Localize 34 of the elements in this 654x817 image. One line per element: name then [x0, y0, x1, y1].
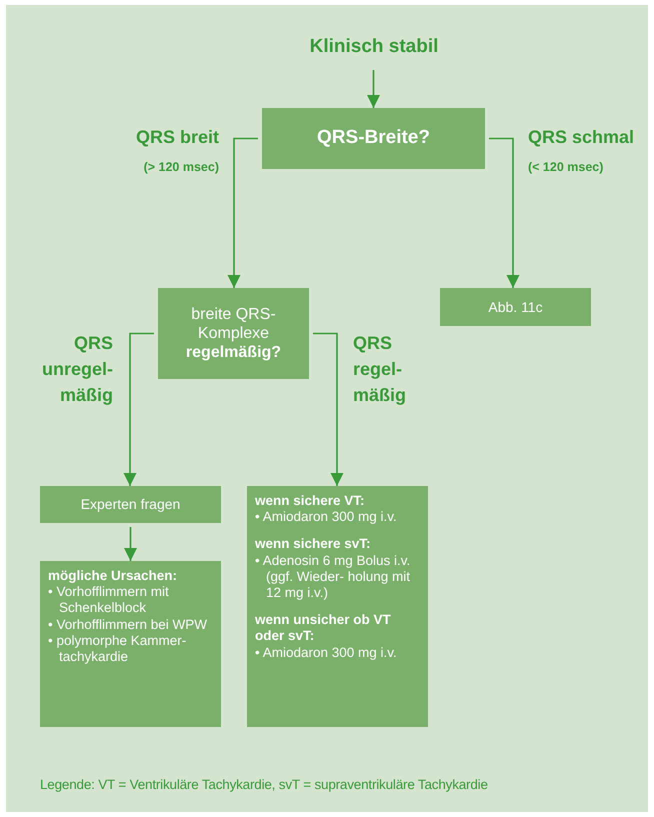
threshold-note: (> 120 msec) [144, 160, 219, 174]
box-text: Experten fragen [80, 496, 180, 513]
list-item: • Amiodaron 300 mg i.v. [255, 509, 398, 526]
heading: wenn unsicher ob VT oder svT: [255, 612, 392, 644]
reference-box [440, 288, 591, 326]
decision-box [158, 288, 309, 379]
heading: mögliche Ursachen: [48, 568, 178, 584]
box-text: breite QRS-Komplexe regelmäßig? [184, 304, 282, 362]
list-item: • Vorhofflimmern bei WPW [48, 616, 208, 633]
list-item: • Amiodaron 300 mg i.v. [255, 644, 398, 661]
start-label: Klinisch stabil [294, 36, 454, 64]
box-text: QRS-Breite? [317, 127, 430, 150]
action-box [40, 486, 221, 523]
decision-box [262, 108, 485, 169]
heading: wenn sichere svT: [255, 536, 372, 553]
edge-label: QRS breit [136, 127, 219, 148]
arrow [489, 138, 520, 288]
edge-label: QRS unregel- mäßig [40, 332, 113, 408]
list-item: • polymorphe Kammer- tachykardie [48, 632, 188, 666]
box-text: Abb. 11c [488, 298, 543, 316]
arrow [228, 138, 258, 288]
edge-label: QRS schmal [528, 127, 634, 148]
list-item: • Vorhofflimmern mit Schenkelblock [48, 584, 170, 617]
causes-box [40, 561, 221, 727]
arrow [124, 332, 154, 486]
list-item: • Adenosin 6 mg Bolus i.v. (ggf. Wieder- holung mit 12 mg i.v.) [255, 552, 412, 602]
arrow [124, 527, 137, 561]
edge-label: QRS regel- mäßig [353, 332, 408, 408]
heading: wenn sichere VT: [255, 493, 366, 510]
treatment-box [247, 486, 428, 727]
legend-note: Legende: VT = Ventrikuläre Tachykardie, svT = supraventrikuläre Tachykardie [40, 777, 488, 792]
arrow [367, 70, 380, 108]
arrow [313, 332, 344, 486]
threshold-note: (< 120 msec) [528, 160, 604, 174]
